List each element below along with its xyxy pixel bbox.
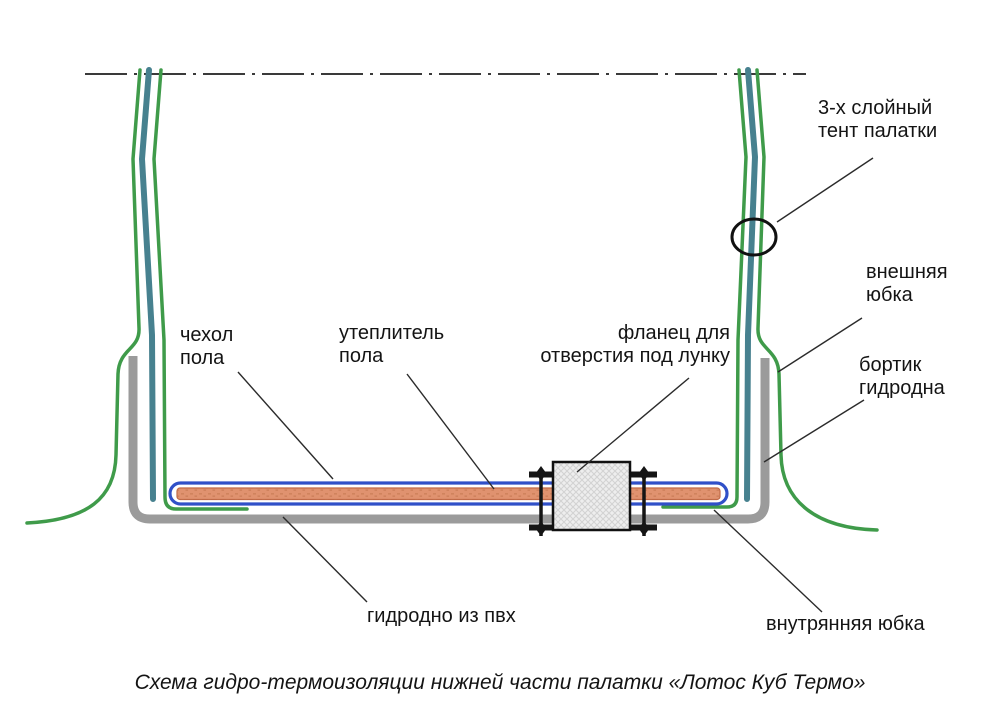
leader-hydro-bottom-side — [763, 399, 865, 463]
flange-right-bolt-top-head — [638, 466, 650, 481]
leader-floor-insulation — [406, 373, 495, 490]
label-hydro-bottom-side: бортик гидродна — [859, 354, 945, 400]
label-floor-cover-line1: чехол — [180, 324, 234, 346]
flange-left-bolt-top-head — [535, 466, 547, 481]
label-floor-insulation-line2: пола — [339, 345, 384, 367]
ice-hole-flange-body — [551, 460, 632, 532]
flange-right-bolt-bottom-head — [638, 521, 650, 536]
label-inner-skirt-line1: внутрянняя юбка — [766, 613, 925, 635]
label-floor-insulation-line1: утеплитель — [339, 322, 445, 344]
label-floor-cover-line2: пола — [180, 347, 225, 369]
label-outer-skirt-line1: внешняя — [866, 261, 948, 283]
label-pvc-hydro-bottom: гидродно из пвх — [367, 605, 516, 628]
diagram-caption: Схема гидро-термоизоляции нижней части п… — [134, 671, 866, 694]
leader-pvc-hydro-bottom — [282, 516, 368, 603]
label-floor-cover: чехол пола — [180, 324, 233, 370]
leader-tent-layers — [776, 157, 874, 223]
label-inner-skirt: внутрянняя юбка — [766, 613, 925, 636]
right-wall-outer-layer-and-outer-skirt — [755, 68, 879, 532]
right-wall-inner-layer-and-inner-skirt — [661, 68, 748, 509]
label-outer-skirt: внешняя юбка — [866, 261, 948, 307]
label-outer-skirt-line2: юбка — [866, 284, 913, 306]
floor-insulation-texture — [177, 488, 720, 500]
leader-inner-skirt — [713, 509, 823, 613]
label-tent-layers-line1: 3-х слойный — [818, 97, 933, 119]
label-tent-layers-line2: тент палатки — [818, 120, 938, 142]
label-hydro-bottom-side-line2: гидродна — [859, 377, 945, 399]
leader-floor-cover — [237, 371, 334, 480]
label-tent-layers: 3-х слойный тент палатки — [818, 97, 937, 143]
pvc-hydro-bottom-basin — [128, 356, 770, 524]
flange-left-bolt-bottom-head — [535, 521, 547, 536]
label-hydro-bottom-side-line1: бортик — [859, 354, 922, 376]
label-floor-insulation: утеплитель пола — [339, 322, 444, 368]
leader-outer-skirt — [777, 317, 863, 373]
left-wall-middle-layer — [139, 67, 156, 502]
label-ice-hole-flange: фланец для отверстия под лунку — [540, 322, 730, 368]
label-ice-hole-flange-line1: фланец для — [617, 322, 730, 344]
leader-ice-hole-flange — [576, 377, 690, 473]
tent-layers-detail-circle — [730, 217, 778, 257]
left-wall-outer-layer-and-outer-skirt — [25, 68, 142, 525]
label-pvc-hydro-bottom-line1: гидродно из пвх — [367, 605, 516, 627]
left-wall-inner-layer-and-inner-skirt — [152, 68, 249, 511]
label-ice-hole-flange-line2: отверстия под лунку — [540, 345, 730, 367]
right-wall-middle-layer — [744, 67, 758, 502]
